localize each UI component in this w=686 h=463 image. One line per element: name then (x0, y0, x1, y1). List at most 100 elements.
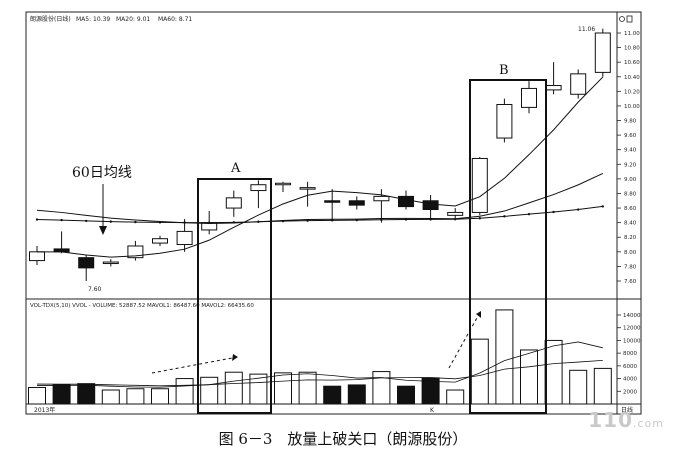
ma60-line-dot (527, 212, 531, 216)
candle-up (152, 238, 168, 244)
ma60-line-dot (552, 210, 555, 214)
volume-ma5-line (37, 341, 603, 388)
volume-bar (175, 378, 194, 405)
price-tick-label: 8.80 (624, 191, 637, 197)
candle-up (127, 245, 144, 259)
price-tick-label: 8.60 (624, 206, 637, 212)
ma60-line-dot (454, 218, 457, 221)
ma60-line (36, 205, 603, 224)
box-b (469, 79, 547, 414)
candle-up (102, 261, 119, 265)
circle-marker-icon (619, 16, 625, 22)
low-price-label: 7.60 (88, 286, 102, 293)
price-tick-label: 7.80 (624, 264, 637, 270)
price-tick-label: 8.20 (624, 235, 637, 241)
volume-bar (249, 373, 268, 405)
figure-caption: 图 6－3 放量上破关口（朗源股份） (218, 430, 468, 448)
volume-bar (224, 371, 243, 405)
ma60-line-dot (429, 218, 432, 221)
ma60-line-dot (183, 221, 186, 224)
candle-down (324, 200, 341, 203)
volume-bar (544, 339, 563, 405)
candle-down (422, 200, 439, 211)
watermark-domain: .com (633, 417, 664, 430)
ma60-line-dot (306, 219, 309, 222)
volume-bar (593, 367, 612, 405)
price-tick-label: 10.60 (624, 60, 640, 66)
price-tick-label: 8.40 (624, 221, 637, 227)
candle-up (176, 230, 193, 246)
price-tick-label: 10.80 (624, 46, 640, 52)
volume-bar (200, 376, 219, 405)
ma60-line-dot (232, 221, 235, 224)
candle-up (275, 182, 291, 186)
volume-tick-label: 8000 (623, 351, 637, 357)
period-label: 日线 (621, 406, 633, 414)
volume-tick-label: 6000 (623, 364, 637, 370)
price-tick-label: 9.80 (624, 119, 637, 125)
ma60-line-dot (60, 218, 63, 222)
candle-up (521, 87, 537, 108)
volume-bar (151, 388, 169, 405)
watermark-brand: 110 (588, 408, 633, 432)
price-tick-label: 9.60 (624, 133, 637, 139)
ma60-readout: MA60: 8.71 (158, 16, 192, 23)
candle-up (250, 184, 267, 192)
volume-bar (28, 386, 46, 405)
ma20-line (36, 172, 604, 224)
volume-bar (569, 369, 588, 405)
square-marker-icon (626, 15, 633, 23)
candle-up (299, 187, 316, 190)
candle-down (78, 257, 95, 269)
price-tick-label: 10.40 (624, 75, 640, 81)
ma60-line-dot (257, 220, 260, 223)
price-tick-label: 11.00 (624, 31, 640, 37)
volume-readout: VOL-TDX(5,10) VVOL - VOLUME: 52887.52 MA… (30, 303, 254, 309)
volume-arrow-b-head-icon (476, 311, 481, 318)
volume-tick-label: 4000 (623, 377, 637, 383)
volume-arrow-a-head-icon (232, 354, 238, 361)
ma60-line-dot (158, 221, 162, 224)
ma60-line-dot (35, 218, 39, 221)
candlestick-series (29, 28, 611, 281)
volume-tick-label: 14000 (623, 313, 641, 319)
ma60-line-dot (404, 218, 408, 221)
ma60-arrow-head-icon (99, 226, 107, 235)
volume-bar (470, 338, 489, 405)
ma60-line-dot (281, 219, 285, 223)
volume-arrow-a (151, 357, 233, 374)
ma60-line-dot (380, 218, 383, 221)
volume-tick-label: 10000 (623, 338, 641, 344)
ma60-line-dot (503, 215, 506, 218)
price-tick-label: 8.00 (624, 250, 637, 256)
ma60-line-dot (208, 221, 211, 224)
moving-average-lines (35, 76, 604, 388)
ma60-line-dot (331, 219, 334, 222)
volume-bar (495, 309, 514, 405)
volume-bar (397, 385, 415, 405)
price-axis: 11.0010.8010.6010.4010.2010.009.809.609.… (617, 31, 640, 285)
volume-bar (372, 371, 391, 405)
price-tick-label: 7.60 (624, 279, 637, 285)
ma60-line-dot (134, 220, 137, 224)
ma60-annotation: 60日均线 (72, 165, 132, 181)
candle-up (471, 157, 488, 213)
volume-tick-label: 12000 (623, 326, 641, 332)
candle-up (570, 73, 587, 95)
price-tick-label: 9.40 (624, 148, 637, 154)
volume-tick-label: 2000 (623, 389, 637, 395)
candle-up (373, 195, 390, 202)
volume-bar (126, 388, 145, 405)
ma20-readout: MA20: 9.01 (116, 16, 150, 23)
candle-up (594, 32, 611, 73)
watermark: 110.com (588, 408, 664, 432)
volume-bar (274, 372, 292, 405)
volume-axis: 14000 12000 10000 8000 6000 4000 2000 (617, 313, 641, 395)
volume-bar (323, 385, 342, 405)
box-a (197, 178, 272, 414)
candle-up (545, 85, 562, 91)
volume-bar (101, 389, 120, 405)
year-label: 2013年 (34, 406, 55, 414)
price-tick-label: 10.00 (624, 104, 640, 110)
candle-up (447, 211, 464, 216)
